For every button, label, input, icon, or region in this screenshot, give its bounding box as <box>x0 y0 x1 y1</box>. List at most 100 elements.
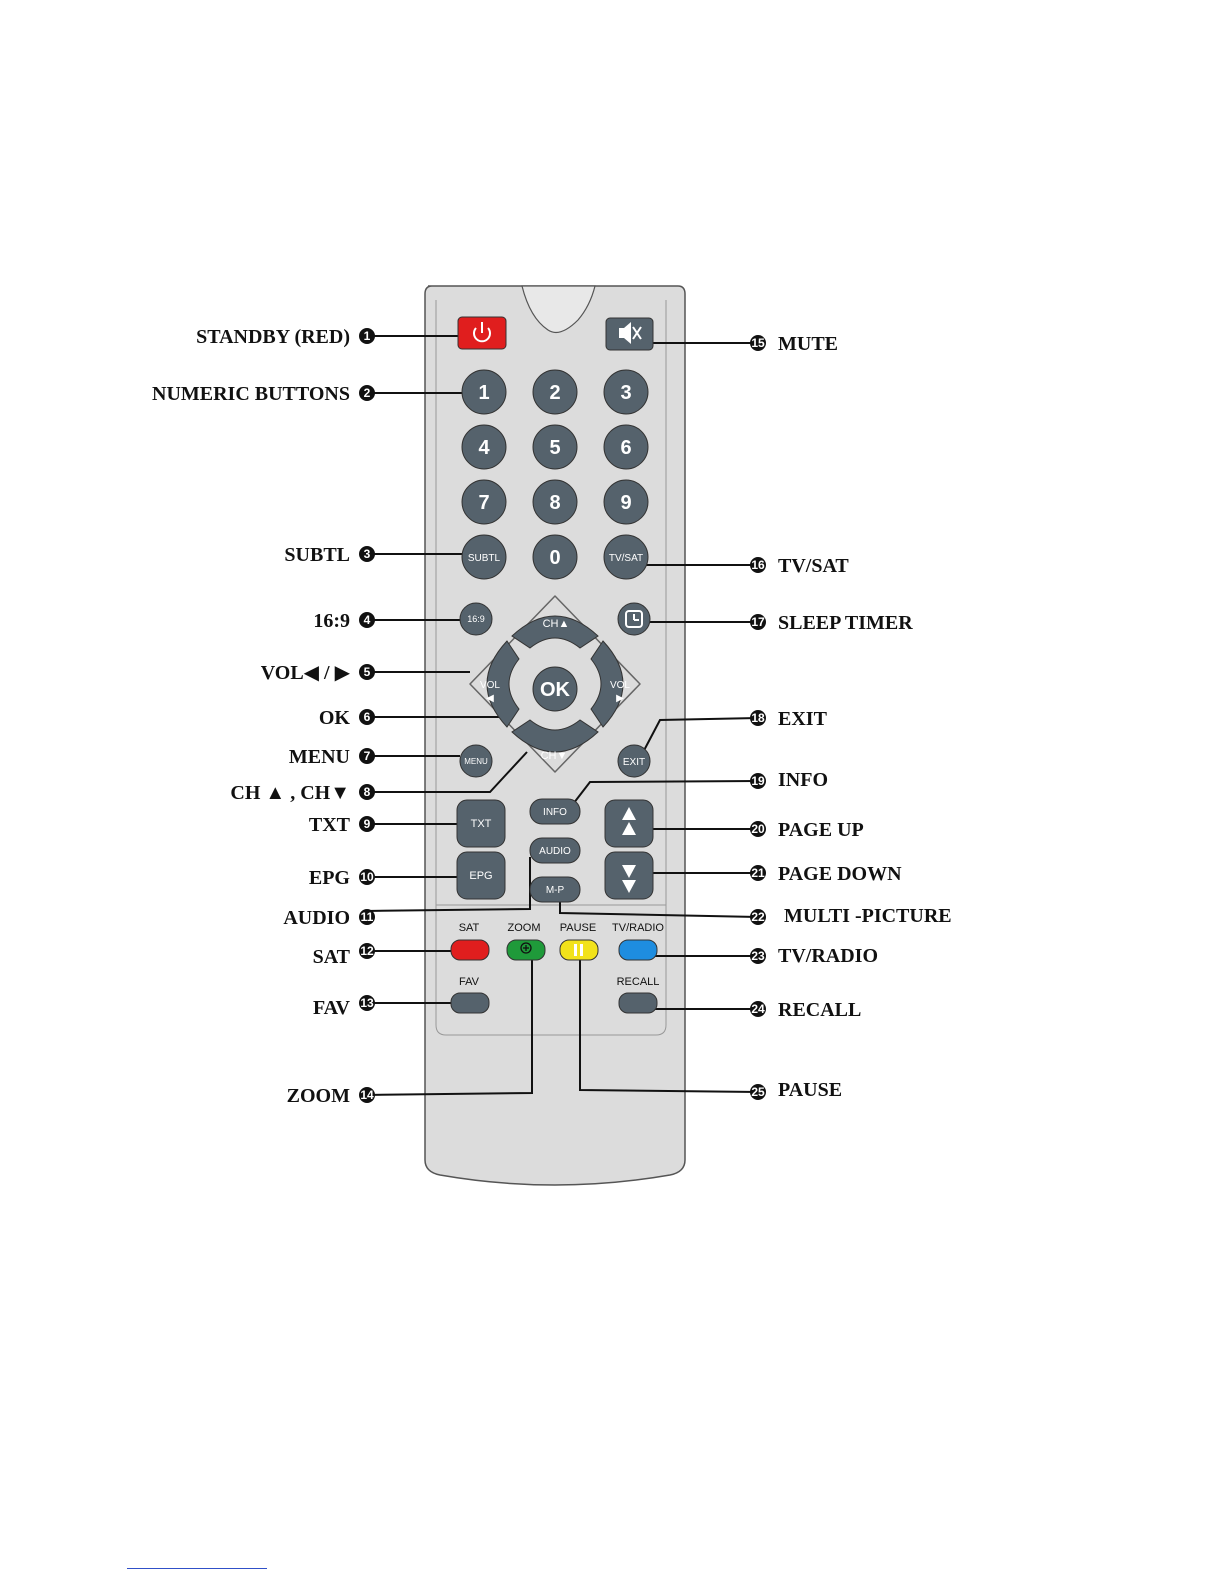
callout-number: 9 <box>364 817 371 831</box>
ch-up-button[interactable]: CH▲ <box>511 615 599 649</box>
sleep-timer-button[interactable] <box>617 602 651 636</box>
numeric-key-label: 7 <box>478 492 489 514</box>
callout-number: 19 <box>751 774 765 788</box>
callout-25: 25 PAUSE <box>750 1079 842 1101</box>
callout-number: 16 <box>751 558 765 572</box>
numeric-key-9[interactable]: 9 <box>603 479 649 525</box>
callout-6: 6 OK <box>319 707 375 729</box>
callout-number: 12 <box>360 944 374 958</box>
mp-button-label: M-P <box>546 885 565 896</box>
callout-number: 23 <box>751 949 765 963</box>
menu-button[interactable]: MENU <box>459 744 493 778</box>
callout-label: TXT <box>309 814 351 836</box>
vol-left-button[interactable]: VOL ◀ <box>480 640 520 728</box>
menu-button-label: MENU <box>464 757 488 766</box>
callout-number: 1 <box>364 329 371 343</box>
vol-right-arrow: ▶ <box>616 693 624 704</box>
callout-label: INFO <box>778 769 828 791</box>
callout-19: 19 INFO <box>750 769 828 791</box>
fav-button[interactable] <box>450 992 490 1014</box>
callout-number: 25 <box>751 1085 765 1099</box>
ch-down-label: CH▼ <box>541 750 568 762</box>
pause-button[interactable] <box>559 939 599 961</box>
standby-button[interactable] <box>457 316 507 350</box>
callout-16: 16 TV/SAT <box>750 555 849 577</box>
page-down-button[interactable] <box>604 851 654 900</box>
multi-picture-button[interactable]: M-P <box>529 876 581 903</box>
callout-12: 12 SAT <box>313 943 375 968</box>
numeric-key-7[interactable]: 7 <box>461 479 507 525</box>
numeric-key-label: 4 <box>478 437 490 459</box>
numeric-key-3[interactable]: 3 <box>603 369 649 415</box>
callout-label: OK <box>319 707 351 729</box>
vol-right-button[interactable]: VOL ▶ <box>590 640 630 728</box>
callout-4: 416:9 <box>313 610 375 632</box>
sat-button[interactable] <box>450 939 490 961</box>
recall-caption: RECALL <box>617 976 660 988</box>
mute-button[interactable] <box>605 317 654 351</box>
epg-button[interactable]: EPG <box>456 851 506 900</box>
numeric-key-4[interactable]: 4 <box>461 424 507 470</box>
callout-number: 6 <box>364 710 371 724</box>
sat-caption: SAT <box>459 922 480 934</box>
callout-23: 23 TV/RADIO <box>750 945 878 967</box>
numeric-key-2[interactable]: 2 <box>532 369 578 415</box>
tvradio-button[interactable] <box>618 939 658 961</box>
numeric-key-label: 9 <box>620 492 631 514</box>
recall-button[interactable] <box>618 992 658 1014</box>
pause-icon <box>574 944 583 956</box>
callout-number: 21 <box>751 866 765 880</box>
callout-number: 5 <box>364 665 371 679</box>
zoom-button[interactable] <box>506 939 546 961</box>
ok-button[interactable]: OK <box>532 666 578 712</box>
exit-button[interactable]: EXIT <box>617 744 651 778</box>
page-up-icon <box>622 807 636 835</box>
ch-down-button[interactable]: CH▼ <box>511 719 599 762</box>
numeric-key-5[interactable]: 5 <box>532 424 578 470</box>
zoom-caption: ZOOM <box>508 922 541 934</box>
callout-label: MULTI -PICTURE <box>784 905 952 927</box>
callout-label: TV/SAT <box>778 555 849 577</box>
info-button-label: INFO <box>543 807 567 818</box>
callout-label: MENU <box>289 746 350 768</box>
callout-label: SLEEP TIMER <box>778 612 913 634</box>
callout-label: FAV <box>313 997 351 1019</box>
callout-number: 8 <box>364 785 371 799</box>
audio-button-label: AUDIO <box>539 846 571 857</box>
vol-right-label: VOL <box>610 680 630 691</box>
callout-label: TV/RADIO <box>778 945 878 967</box>
callout-label: PAUSE <box>778 1079 842 1101</box>
numeric-key-0[interactable]: 0 <box>532 534 578 580</box>
txt-button[interactable]: TXT <box>456 799 506 848</box>
callout-9: 9 TXT <box>309 814 375 836</box>
page-up-button[interactable] <box>604 799 654 848</box>
callout-number: 14 <box>360 1088 374 1102</box>
navigation-pad: CH▲ CH▼ VOL ◀ VOL ▶ OK <box>469 595 641 773</box>
callout-label: SAT <box>313 946 351 968</box>
subtl-button[interactable]: SUBTL <box>461 534 507 580</box>
numeric-key-label: 2 <box>549 382 560 404</box>
callout-number: 22 <box>751 910 765 924</box>
numeric-key-1[interactable]: 1 <box>461 369 507 415</box>
aspect-button[interactable]: 16:9 <box>459 602 493 636</box>
clock-icon <box>625 610 643 628</box>
power-icon <box>473 322 491 343</box>
vol-left-arrow: ◀ <box>486 693 494 704</box>
tvradio-caption: TV/RADIO <box>612 922 664 934</box>
audio-button[interactable]: AUDIO <box>529 837 581 864</box>
info-button[interactable]: INFO <box>529 798 581 825</box>
numeric-key-8[interactable]: 8 <box>532 479 578 525</box>
callout-number: 15 <box>751 336 765 350</box>
callout-number: 11 <box>361 910 374 924</box>
tvsat-button[interactable]: TV/SAT <box>603 534 649 580</box>
numeric-key-6[interactable]: 6 <box>603 424 649 470</box>
callout-number: 18 <box>751 711 765 725</box>
callout-number: 24 <box>751 1002 765 1016</box>
